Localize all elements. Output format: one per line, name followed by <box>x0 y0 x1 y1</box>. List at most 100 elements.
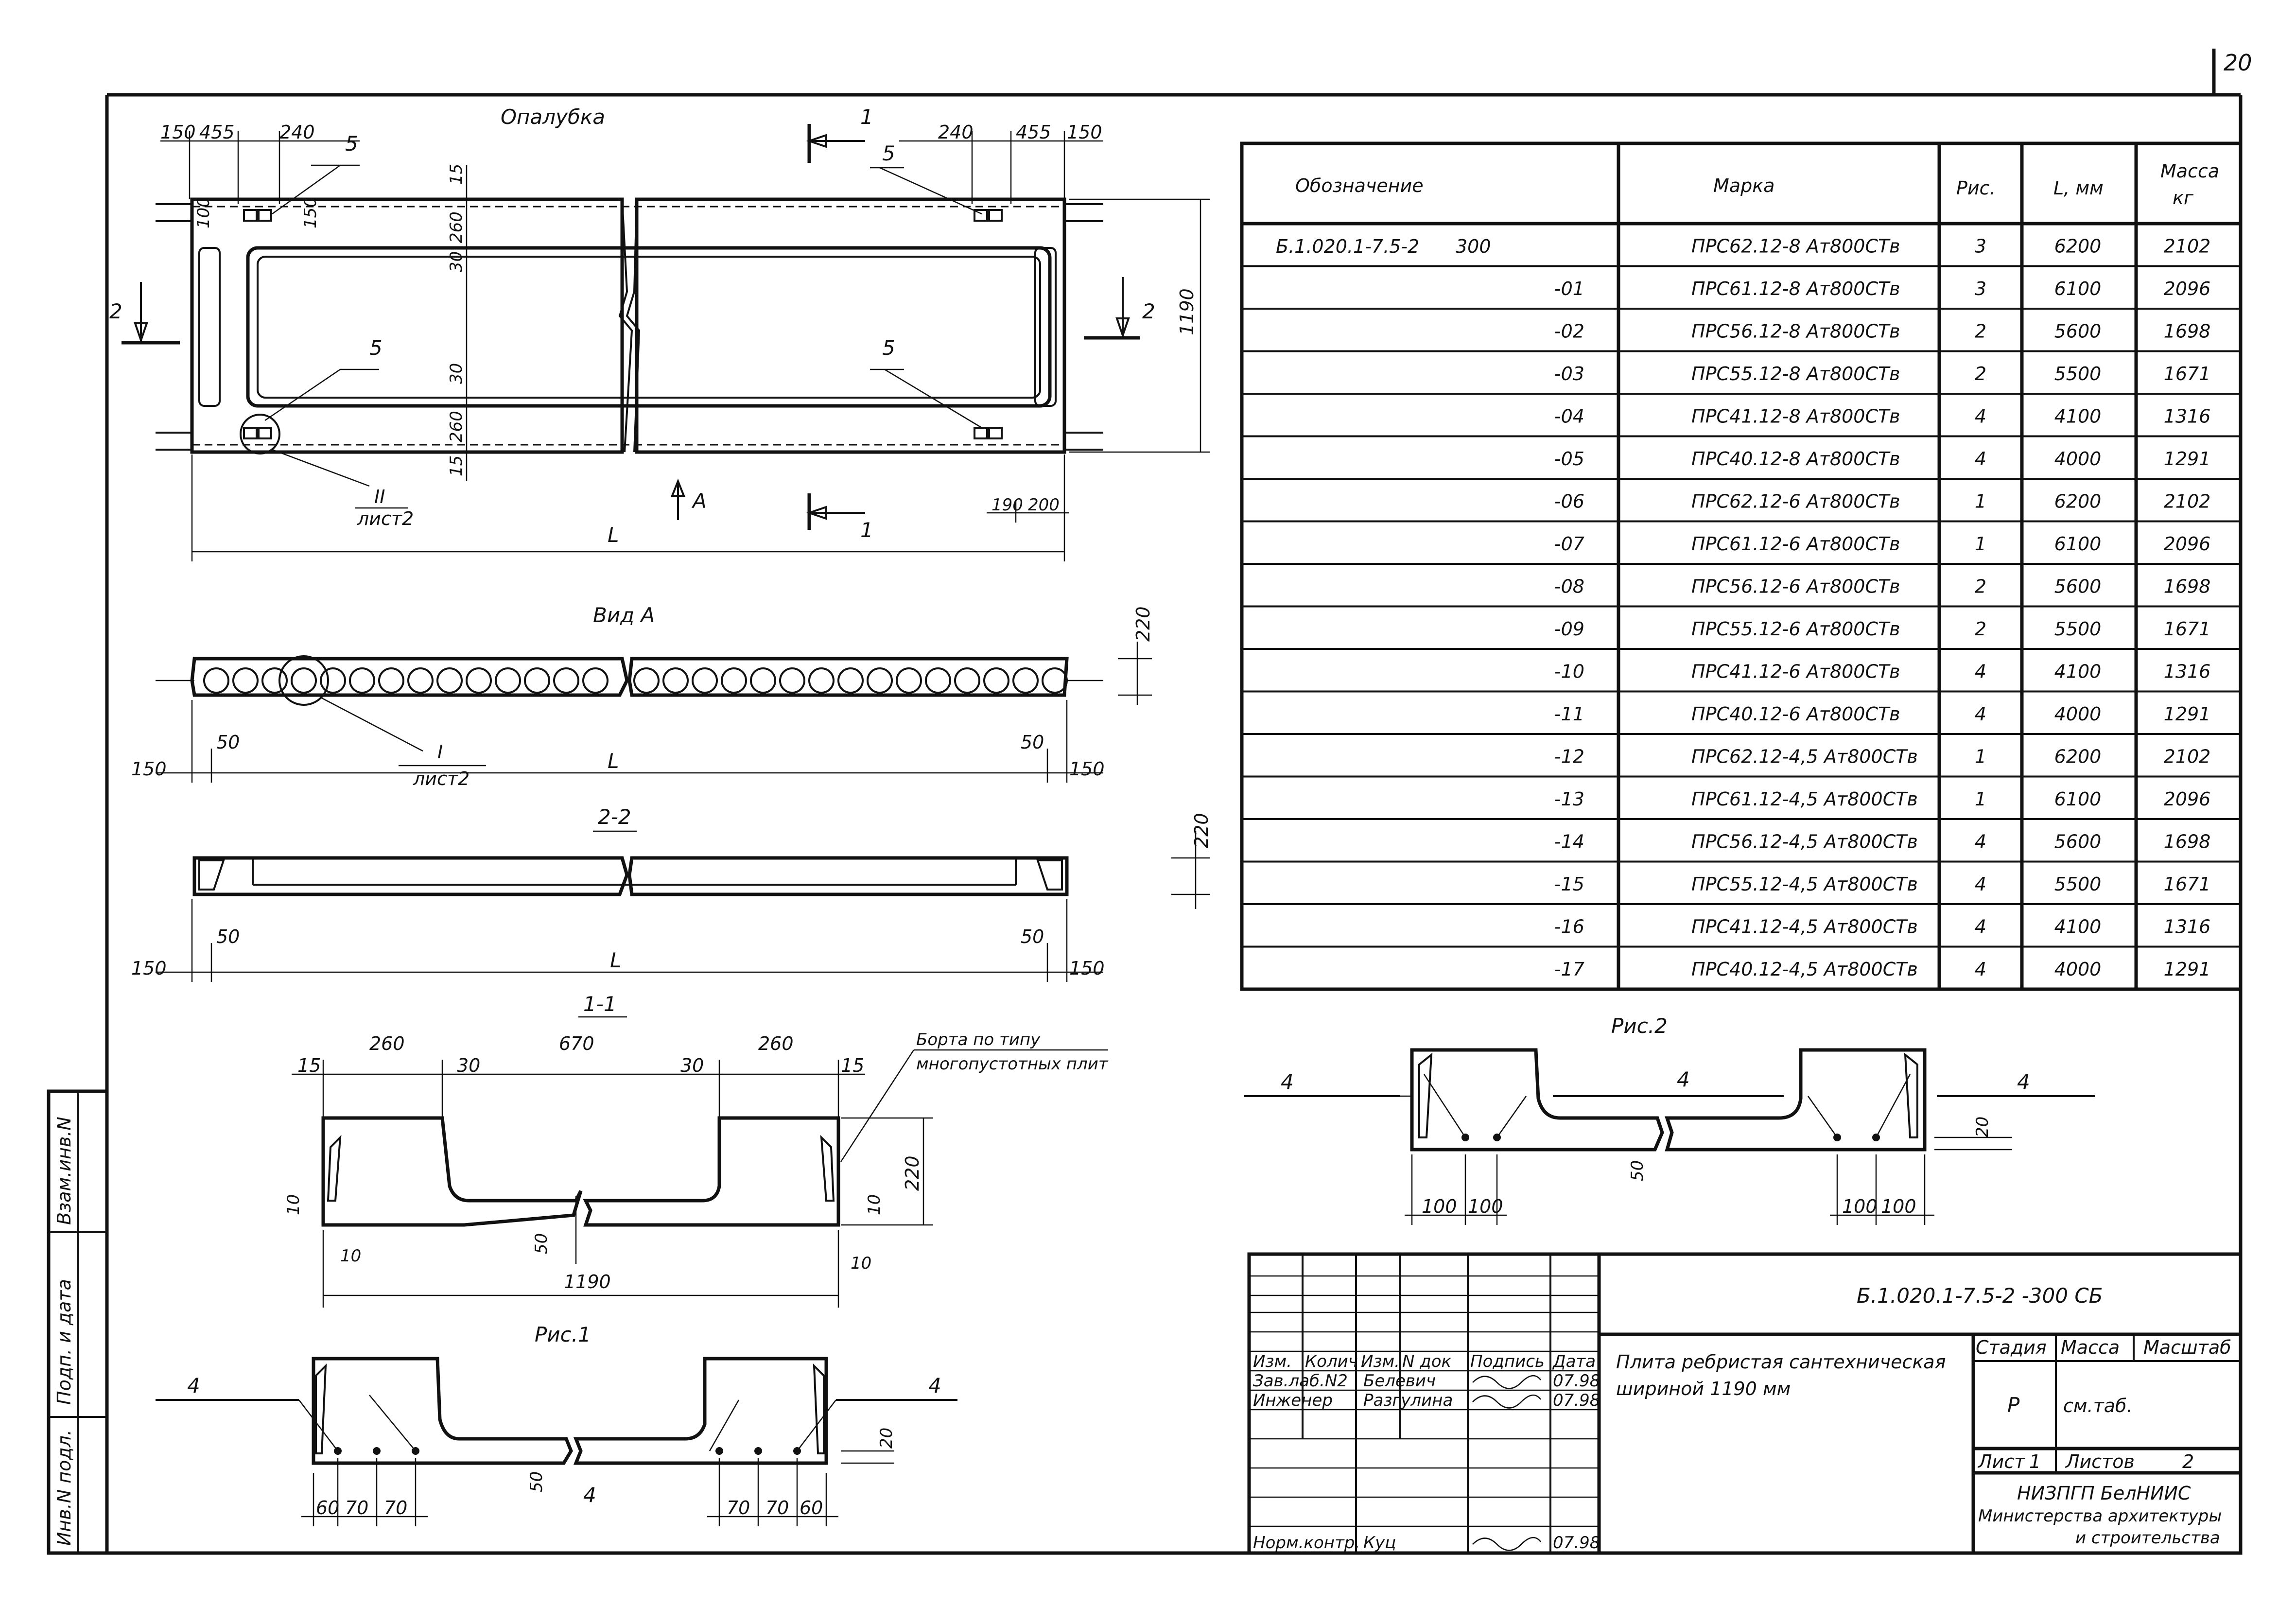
s11-dim-30-right: 30 <box>680 1055 704 1076</box>
dim-mid-15-bot: 15 <box>447 455 466 476</box>
label-5-top-right: 5 <box>882 141 895 165</box>
page-number: 20 <box>2224 50 2252 76</box>
vid-a-elevation <box>156 642 1152 783</box>
ris2-dim-100-left-b: 100 <box>1468 1196 1503 1217</box>
dim-150-left: 150 <box>160 122 196 143</box>
dim-mid-260-bot: 260 <box>447 411 466 442</box>
dim-100-vert: 100 <box>194 197 213 228</box>
cell-mass: 1291 <box>2164 703 2211 725</box>
table-header-length: L, мм <box>2053 177 2104 199</box>
specification-table-grid <box>1240 141 2243 991</box>
cell-code: -17 <box>1554 959 1584 980</box>
side-stamp <box>47 1089 109 1555</box>
void-circle <box>662 667 689 694</box>
section-11-note-line2: многопустотных плит <box>916 1054 1109 1074</box>
cell-mark: ПРС41.12-8 Ат800СТв <box>1691 406 1900 427</box>
void-circle <box>553 667 579 694</box>
cell-length: 6200 <box>2054 491 2102 512</box>
doc-title-line1: Плита ребристая сантехническая <box>1616 1351 1946 1373</box>
section-22-dim-150-right: 150 <box>1069 958 1105 979</box>
void-circle <box>291 667 317 694</box>
sheet-label: Лист <box>1977 1451 2026 1472</box>
ris2-label-4-mid: 4 <box>1677 1067 1690 1091</box>
section-22-length: L <box>610 948 621 972</box>
cell-mass: 2096 <box>2164 278 2211 299</box>
cell-mark: ПРС55.12-4,5 Ат800СТв <box>1691 873 1918 895</box>
ris1-dim-20: 20 <box>877 1428 896 1449</box>
cell-fig: 4 <box>1975 406 1986 427</box>
section-22-dim-150-left: 150 <box>131 958 167 979</box>
rebar-dot <box>1493 1134 1501 1141</box>
cell-code: -12 <box>1554 746 1584 768</box>
cell-code: -04 <box>1554 406 1584 427</box>
cell-mass: 2096 <box>2164 788 2211 810</box>
cell-fig: 4 <box>1975 661 1986 682</box>
void-circle <box>232 667 259 694</box>
table-header-mark: Марка <box>1713 175 1774 196</box>
cell-fig: 1 <box>1975 746 1986 768</box>
sheet-frame <box>105 49 2243 1555</box>
signer-name: Белевич <box>1363 1371 1436 1391</box>
ris1-dim-70-right-a: 70 <box>727 1497 750 1519</box>
ris1-label-4-left: 4 <box>187 1374 200 1397</box>
void-circle <box>633 667 660 694</box>
cell-length: 6200 <box>2054 746 2102 768</box>
view-title-opalubka: Опалубка <box>501 105 605 129</box>
cell-fig: 4 <box>1975 448 1986 470</box>
mass-label: Масса <box>2061 1337 2120 1358</box>
dim-mid-30-bot: 30 <box>447 363 466 384</box>
rebar-dot <box>715 1447 723 1455</box>
cell-mass: 1698 <box>2164 576 2211 597</box>
s11-dim-670: 670 <box>559 1033 594 1054</box>
void-circle <box>582 667 609 694</box>
cell-code: -14 <box>1554 831 1584 853</box>
ris1-dim-50: 50 <box>527 1471 546 1492</box>
table-header-mass: Масса <box>2160 160 2219 182</box>
cell-mass: 2102 <box>2164 491 2211 512</box>
cell-mass: 2102 <box>2164 236 2211 257</box>
cell-code: -09 <box>1554 618 1584 640</box>
cell-mark: ПРС55.12-6 Ат800СТв <box>1691 618 1900 640</box>
signer-date: 07.98 <box>1553 1533 1600 1553</box>
cell-mass: 2102 <box>2164 746 2211 768</box>
dim-mid-15-top: 15 <box>447 164 466 185</box>
signer-date: 07.98 <box>1553 1391 1600 1410</box>
void-circle <box>837 667 864 694</box>
cell-code: -06 <box>1554 491 1584 512</box>
cell-mark: ПРС56.12-6 Ат800СТв <box>1691 576 1900 597</box>
cell-fig: 4 <box>1975 873 1986 895</box>
cell-mark: ПРС61.12-6 Ат800СТв <box>1691 533 1900 555</box>
vid-a-dim-150-left: 150 <box>131 758 167 780</box>
view-title-vid-a: Вид А <box>593 603 655 627</box>
cell-fig: 1 <box>1975 788 1986 810</box>
cell-mass: 1291 <box>2164 959 2211 980</box>
void-circle <box>867 667 893 694</box>
cell-mass: 1671 <box>2164 618 2211 640</box>
void-circle <box>466 667 492 694</box>
ris1-label-4-bottom: 4 <box>583 1483 596 1507</box>
ris2-label-4-left: 4 <box>1281 1070 1294 1094</box>
cell-code: -16 <box>1554 916 1584 938</box>
rebar-dot <box>754 1447 762 1455</box>
s11-dim-10-vert-left: 10 <box>284 1194 303 1215</box>
rebar-dot <box>1872 1134 1880 1141</box>
signer-role: Норм.контр. <box>1253 1533 1360 1553</box>
void-circle <box>954 667 980 694</box>
table-header-designation: Обозначение <box>1295 175 1424 196</box>
cell-mass: 1698 <box>2164 831 2211 853</box>
void-circle <box>779 667 805 694</box>
stamp-replacement: Взам.инв.N <box>53 1117 75 1225</box>
cell-length: 4000 <box>2054 959 2102 980</box>
label-5-bottom-left: 5 <box>369 336 383 360</box>
mass-value: см.таб. <box>2063 1395 2133 1416</box>
vid-a-dim-50-right: 50 <box>1021 732 1044 753</box>
void-circle <box>320 667 346 694</box>
cell-length: 5600 <box>2054 576 2102 597</box>
section-mark-2-right: 2 <box>1142 299 1155 323</box>
rebar-dot <box>373 1447 381 1455</box>
void-circle <box>1042 667 1068 694</box>
table-header-mass-unit: кг <box>2173 187 2194 209</box>
